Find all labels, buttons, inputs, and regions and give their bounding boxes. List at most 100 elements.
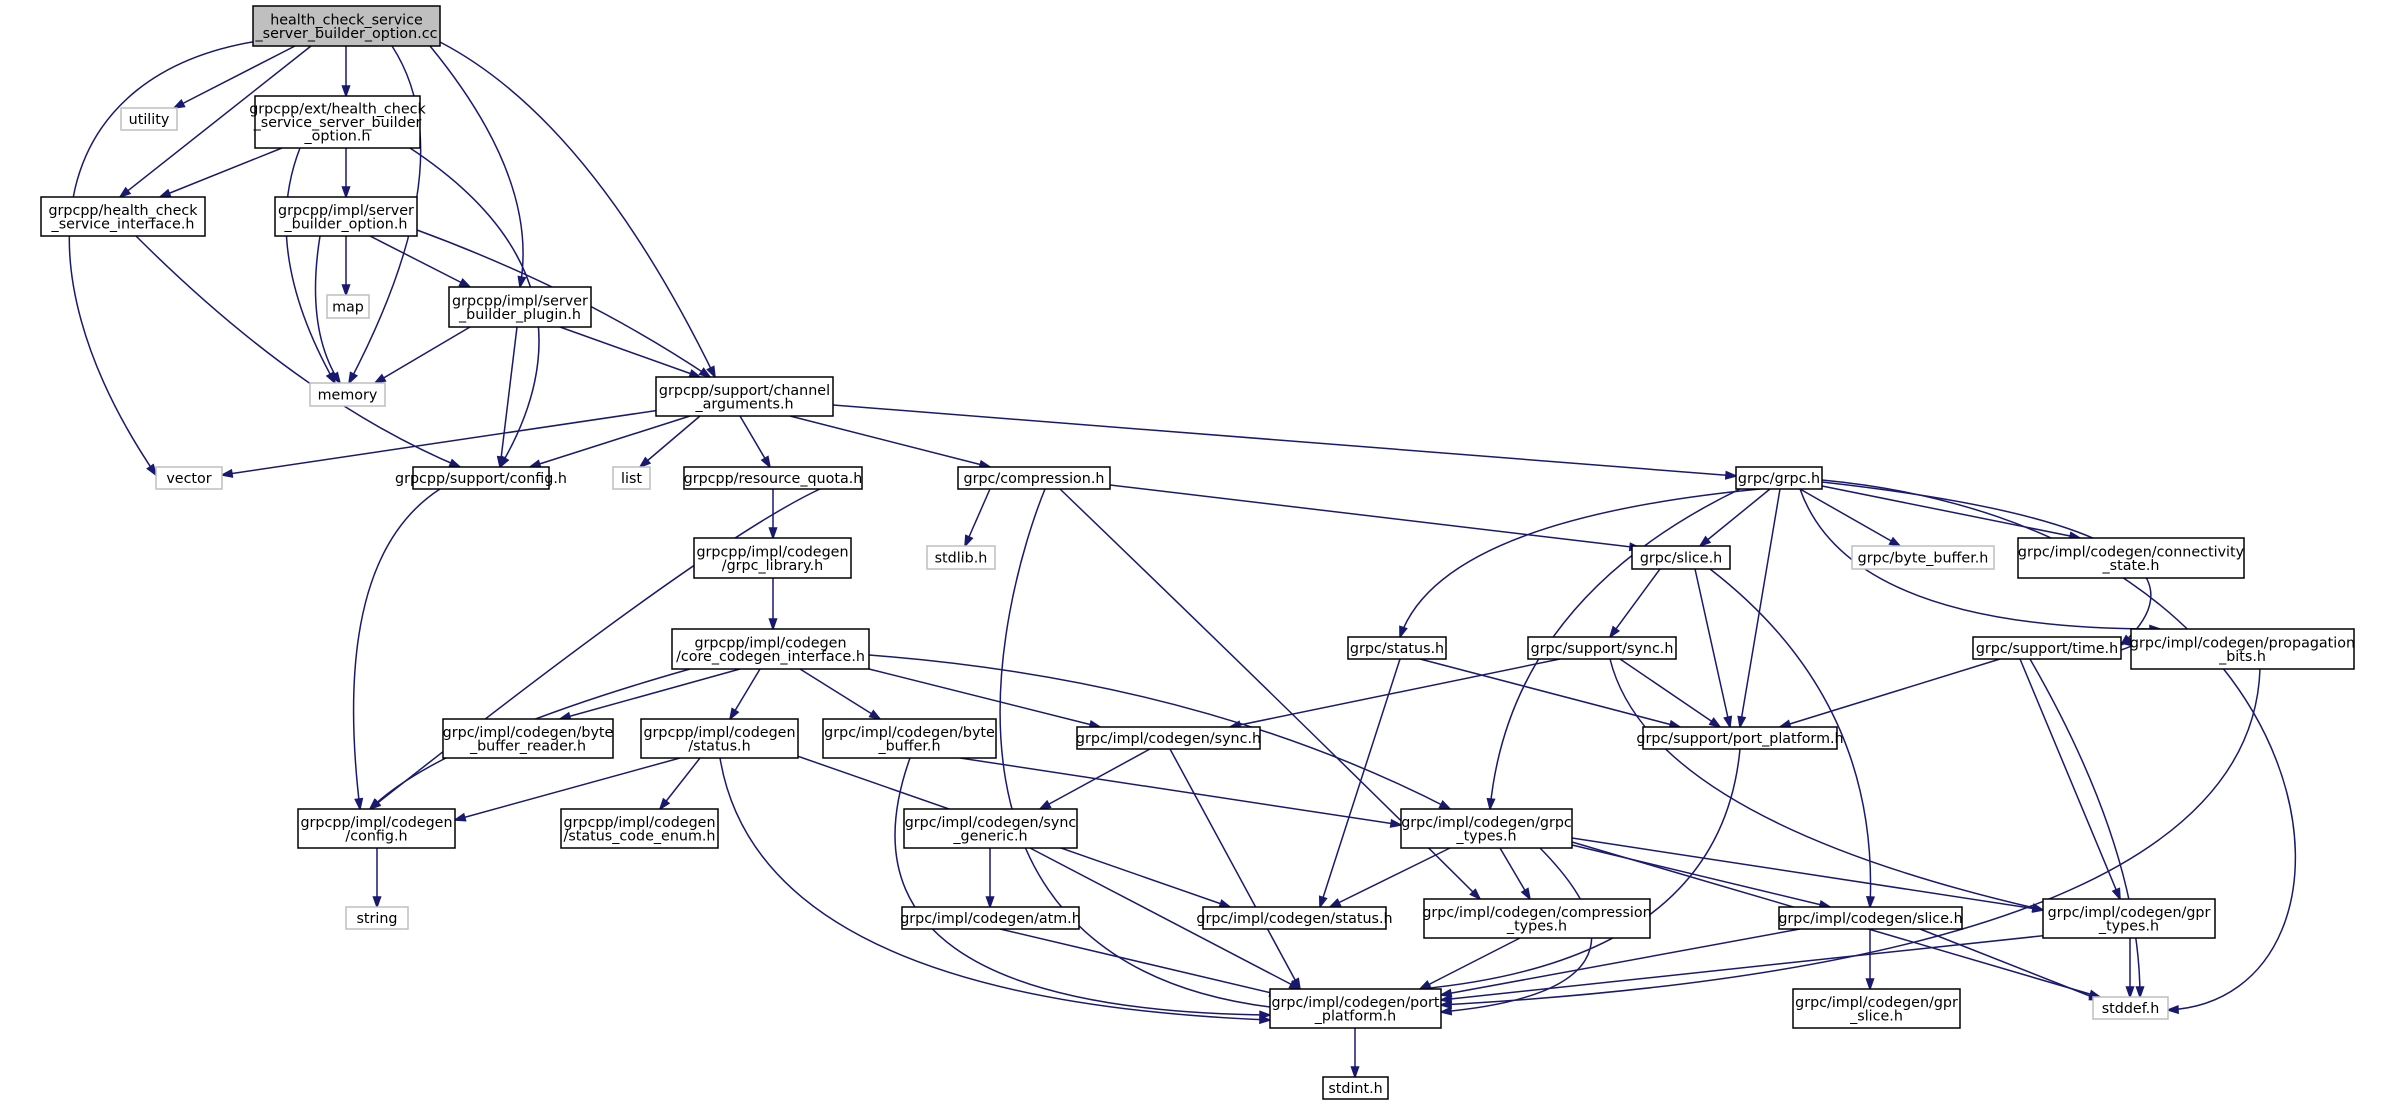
edge-slice-to-cgslice — [1709, 568, 1876, 910]
node-stdint[interactable]: stdint.h — [1322, 1076, 1389, 1100]
node-box — [1076, 726, 1261, 750]
arrowhead — [157, 188, 172, 198]
arrowhead — [219, 468, 234, 478]
edge-ssync-to-pplat — [1619, 658, 1722, 729]
edge-cgbbuf-to-grpctypes — [959, 757, 1404, 828]
node-config[interactable]: grpcpp/support/config.h — [395, 466, 567, 490]
edge-corecg-to-cgstatus — [728, 668, 761, 721]
node-statush[interactable]: grpc/status.h — [1347, 636, 1447, 660]
node-label: grpc/impl/codegen/sync — [905, 815, 1077, 831]
arrowhead — [372, 896, 382, 910]
node-utility[interactable]: utility — [120, 107, 178, 131]
node-connst[interactable]: grpc/impl/codegen/connectivity_state.h — [2017, 537, 2245, 579]
node-box — [442, 718, 614, 759]
node-string[interactable]: string — [345, 906, 409, 930]
node-comptypes[interactable]: grpc/impl/codegen/compression_types.h — [1422, 898, 1652, 939]
node-grpclib[interactable]: grpcpp/impl/codegen/grpc_library.h — [693, 537, 852, 579]
arrowhead — [354, 797, 364, 812]
node-gprtypes[interactable]: grpc/impl/codegen/gpr_types.h — [2042, 898, 2216, 939]
node-stddef[interactable]: stddef.h — [2092, 996, 2169, 1020]
node-stime[interactable]: grpc/support/time.h — [1972, 636, 2122, 660]
node-box — [448, 286, 592, 328]
node-label: /status.h — [688, 738, 750, 754]
node-syncgen[interactable]: grpc/impl/codegen/sync_generic.h — [903, 808, 1078, 849]
node-list[interactable]: list — [612, 466, 651, 490]
edge-chan_args-to-resq — [739, 415, 772, 469]
node-cgconfig[interactable]: grpcpp/impl/codegen/config.h — [297, 808, 456, 849]
node-vector[interactable]: vector — [155, 466, 223, 490]
arrowhead — [706, 365, 716, 380]
node-bbreader[interactable]: grpc/impl/codegen/byte_buffer_reader.h — [442, 718, 614, 759]
node-bbuf[interactable]: grpc/byte_buffer.h — [1851, 545, 1995, 570]
node-label: grpc/impl/codegen/byte — [443, 725, 614, 741]
node-label: grpcpp/impl/codegen — [694, 635, 846, 651]
edge-grpch-to-grpctypes — [1486, 488, 1741, 812]
node-label: grpcpp/impl/codegen — [300, 815, 452, 831]
arrowhead — [1417, 980, 1432, 991]
node-box — [120, 107, 178, 131]
node-box — [2017, 537, 2245, 579]
arrowhead — [768, 527, 778, 541]
edge-grpch-to-pplat — [1737, 488, 1781, 730]
edge-slice-to-ssync — [1608, 568, 1661, 639]
node-sce[interactable]: grpcpp/impl/codegen/status_code_enum.h — [560, 808, 719, 849]
node-sbo[interactable]: grpcpp/impl/server_builder_option.h — [274, 196, 418, 237]
node-ssync[interactable]: grpc/support/sync.h — [1527, 636, 1677, 660]
arrowhead — [1288, 979, 1303, 991]
node-grpctypes[interactable]: grpc/impl/codegen/grpc_types.h — [1400, 808, 1573, 849]
edge-chan_args-to-vector — [219, 409, 661, 478]
edge-atm-to-cgpplat — [999, 928, 1283, 997]
node-label: _state.h — [2102, 558, 2160, 574]
arrowhead — [330, 371, 342, 385]
edge-compr-to-slice — [1109, 484, 1643, 552]
node-root[interactable]: health_check_service_server_builder_opti… — [252, 5, 441, 47]
node-cgsync[interactable]: grpc/impl/codegen/sync.h — [1076, 726, 1261, 750]
node-memory[interactable]: memory — [309, 382, 386, 407]
arrowhead — [1038, 799, 1052, 811]
node-hc_iface[interactable]: grpcpp/health_check_service_interface.h — [40, 196, 206, 237]
edge-hc_iface-to-config — [135, 235, 463, 468]
arrowhead — [1438, 999, 1452, 1009]
node-box — [1269, 988, 1442, 1029]
node-atm[interactable]: grpc/impl/codegen/atm.h — [900, 906, 1081, 930]
edge-root-to-vector — [68, 39, 266, 477]
node-stdlib[interactable]: stdlib.h — [926, 545, 996, 570]
node-cgpplat[interactable]: grpc/impl/codegen/port_platform.h — [1269, 988, 1442, 1029]
node-label: string — [356, 911, 397, 927]
edge-resq-to-grpclib — [768, 489, 778, 541]
node-propbits[interactable]: grpc/impl/codegen/propagation_bits.h — [2130, 628, 2355, 670]
node-grpch[interactable]: grpc/grpc.h — [1735, 466, 1823, 490]
node-label: grpcpp/impl/codegen — [643, 725, 795, 741]
node-cgbbuf[interactable]: grpc/impl/codegen/byte_buffer.h — [822, 718, 997, 759]
node-corecg[interactable]: grpcpp/impl/codegen/core_codegen_interfa… — [671, 628, 870, 670]
arrowhead — [985, 896, 995, 910]
node-slice[interactable]: grpc/slice.h — [1631, 545, 1731, 570]
edge-compr-to-cgpplat — [999, 488, 1303, 1014]
node-map[interactable]: map — [326, 294, 370, 319]
edge-statush-to-cgstat2 — [1318, 658, 1401, 910]
node-cgstat2[interactable]: grpc/impl/codegen/status.h — [1196, 906, 1393, 930]
edge-cgslice-to-cgpplat — [1438, 928, 1801, 998]
edge-cgstatus-to-cgconfig — [452, 757, 681, 822]
edge-chan_args-to-compr — [789, 415, 993, 469]
node-label: /status_code_enum.h — [564, 828, 716, 844]
node-sbp[interactable]: grpcpp/impl/server_builder_plugin.h — [448, 286, 592, 328]
node-cgstatus[interactable]: grpcpp/impl/codegen/status.h — [640, 718, 799, 759]
arrowhead — [760, 455, 772, 469]
node-compr[interactable]: grpc/compression.h — [957, 466, 1111, 490]
node-label: grpc/slice.h — [1640, 551, 1722, 567]
node-resq[interactable]: grpcpp/resource_quota.h — [683, 466, 863, 490]
node-pplat[interactable]: grpc/support/port_platform.h — [1636, 726, 1844, 750]
node-ext_hc_sbo[interactable]: grpcpp/ext/health_check_service_server_b… — [249, 95, 426, 149]
arrowhead — [728, 707, 740, 721]
node-label: grpc/impl/codegen/byte — [824, 725, 995, 741]
edge-root-to-sbp — [429, 45, 527, 290]
arrowhead — [698, 367, 712, 379]
node-box — [2092, 996, 2169, 1020]
node-cgslice[interactable]: grpc/impl/codegen/slice.h — [1778, 906, 1963, 930]
node-chan_args[interactable]: grpcpp/support/channel_arguments.h — [655, 376, 834, 417]
node-box — [1322, 1076, 1389, 1100]
node-gprslice[interactable]: grpc/impl/codegen/gpr_slice.h — [1792, 988, 1961, 1029]
node-label: memory — [318, 388, 378, 404]
